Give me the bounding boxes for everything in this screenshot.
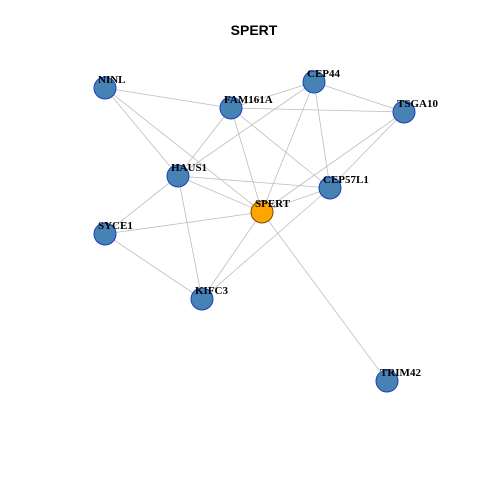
node-label-syce1: SYCE1 <box>98 220 133 232</box>
node-label-tsga10: TSGA10 <box>397 98 438 110</box>
edge-spert-cep57l1 <box>261 187 331 213</box>
node-circle-tsga10 <box>392 100 416 124</box>
node-circle-syce1 <box>93 222 117 246</box>
node-circle-cep57l1 <box>318 176 342 200</box>
node-label-haus1: HAUS1 <box>171 162 207 174</box>
node-label-kifc3: KIFC3 <box>195 285 229 297</box>
edge-spert-trim42 <box>261 211 388 382</box>
node-ninl: NINL <box>93 74 126 100</box>
node-fam161a: FAM161A <box>219 94 273 120</box>
edge-fam161a-haus1 <box>177 107 232 177</box>
node-spert: SPERT <box>250 198 291 224</box>
node-circle-spert <box>250 200 274 224</box>
edge-cep44-tsga10 <box>313 81 405 113</box>
edge-cep44-spert <box>261 81 315 213</box>
node-trim42: TRIM42 <box>375 367 421 393</box>
edge-fam161a-spert <box>230 107 263 213</box>
node-haus1: HAUS1 <box>166 162 207 188</box>
node-circle-fam161a <box>219 96 243 120</box>
node-cep44: CEP44 <box>302 68 341 94</box>
node-tsga10: TSGA10 <box>392 98 438 124</box>
node-label-fam161a: FAM161A <box>224 94 273 106</box>
edge-cep44-cep57l1 <box>313 81 331 189</box>
edge-haus1-spert <box>177 175 263 213</box>
edge-tsga10-cep57l1 <box>329 111 405 189</box>
edge-spert-syce1 <box>104 211 263 235</box>
node-kifc3: KIFC3 <box>190 285 229 311</box>
node-label-ninl: NINL <box>98 74 126 86</box>
node-circle-trim42 <box>375 369 399 393</box>
edge-haus1-cep57l1 <box>177 175 331 189</box>
edge-cep57l1-kifc3 <box>201 187 331 300</box>
edge-ninl-spert <box>104 87 263 213</box>
node-label-trim42: TRIM42 <box>380 367 421 379</box>
edge-fam161a-cep57l1 <box>230 107 331 189</box>
edge-ninl-haus1 <box>104 87 179 177</box>
node-circle-cep44 <box>302 70 326 94</box>
edge-haus1-syce1 <box>104 175 179 235</box>
node-circle-haus1 <box>166 164 190 188</box>
node-label-cep57l1: CEP57L1 <box>323 174 369 186</box>
node-syce1: SYCE1 <box>93 220 133 246</box>
edges-layer <box>104 81 405 382</box>
edge-cep44-haus1 <box>177 81 315 177</box>
node-circle-ninl <box>93 76 117 100</box>
edge-tsga10-spert <box>261 111 405 213</box>
edge-haus1-kifc3 <box>177 175 203 300</box>
graph-title: SPERT <box>231 22 278 38</box>
edge-ninl-fam161a <box>104 87 232 109</box>
edge-syce1-kifc3 <box>104 233 203 300</box>
node-label-cep44: CEP44 <box>307 68 341 80</box>
node-circle-kifc3 <box>190 287 214 311</box>
edge-fam161a-tsga10 <box>230 107 405 113</box>
edge-fam161a-cep44 <box>230 81 315 109</box>
edge-spert-kifc3 <box>201 211 263 300</box>
node-label-spert: SPERT <box>255 198 291 210</box>
node-cep57l1: CEP57L1 <box>318 174 369 200</box>
